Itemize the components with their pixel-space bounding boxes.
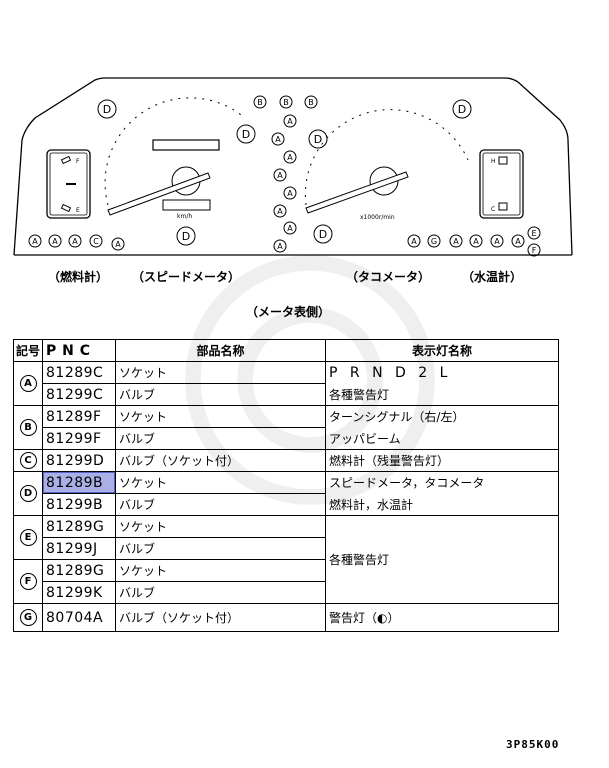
svg-text:C: C	[93, 237, 99, 246]
svg-text:A: A	[277, 171, 283, 180]
table-row[interactable]: 81299C バルブ 各種警告灯	[14, 383, 559, 406]
part-cell: ソケット	[115, 405, 326, 428]
part-cell: ソケット	[115, 515, 326, 538]
part-cell: ソケット	[115, 361, 326, 384]
svg-text:A: A	[72, 237, 78, 246]
svg-text:A: A	[453, 237, 459, 246]
diagram-caption: （メータ表側）	[246, 305, 331, 319]
lamp-cell: 各種警告灯	[325, 515, 559, 604]
part-cell: ソケット	[115, 559, 326, 582]
table-row[interactable]: B 81289F ソケット ターンシグナル（右/左）	[13, 405, 559, 450]
svg-text:B: B	[257, 98, 263, 107]
symbol-badge: D	[19, 485, 37, 502]
svg-text:D: D	[103, 103, 111, 116]
lamp-cell: 警告灯（◐）	[325, 603, 559, 632]
svg-text:C: C	[491, 206, 495, 213]
header-symbol: 記号	[13, 339, 43, 362]
svg-text:H: H	[491, 158, 496, 165]
part-cell: バルブ	[115, 383, 326, 406]
symbol-badge: G	[19, 609, 37, 626]
svg-text:A: A	[515, 237, 521, 246]
header-lamp-name: 表示灯名称	[325, 339, 559, 362]
svg-text:A: A	[277, 242, 283, 251]
pnc-cell[interactable]: 81289G	[42, 559, 116, 582]
svg-text:G: G	[431, 237, 437, 246]
speedometer-label: （スピードメータ）	[132, 270, 241, 284]
svg-text:A: A	[115, 240, 121, 249]
svg-text:D: D	[242, 128, 250, 141]
part-cell: バルブ	[115, 493, 326, 516]
svg-text:D: D	[458, 103, 466, 116]
svg-text:D: D	[314, 133, 322, 146]
pnc-cell-selected[interactable]: 81289B	[42, 471, 116, 494]
pnc-cell[interactable]: 81299D	[42, 449, 116, 472]
tachometer-label: （タコメータ）	[346, 270, 431, 284]
svg-text:D: D	[319, 228, 327, 241]
part-cell: ソケット	[115, 471, 326, 494]
lamp-cell: ターンシグナル（右/左）	[325, 405, 559, 428]
header-part-name: 部品名称	[115, 339, 326, 362]
svg-text:A: A	[287, 189, 293, 198]
pnc-cell[interactable]: 81299F	[42, 427, 116, 450]
table-row[interactable]: 81299F バルブ アッパビーム	[14, 427, 559, 450]
fuel-gauge-label: （燃料計）	[48, 270, 109, 284]
lamp-cell: P R N D 2 L	[325, 361, 559, 384]
lamp-cell: スピードメータ，タコメータ	[325, 471, 559, 494]
pnc-cell[interactable]: 81299K	[42, 581, 116, 604]
part-cell: バルブ	[115, 427, 326, 450]
pnc-cell[interactable]: 81289F	[42, 405, 116, 428]
table-row[interactable]: G 80704A バルブ（ソケット付） 警告灯（◐）	[13, 603, 559, 632]
temp-gauge-label: （水温計）	[462, 270, 523, 284]
symbol-badge: A	[19, 375, 37, 392]
parts-table: 記号 P N C 部品名称 表示灯名称 A 81289C ソケット P R N …	[13, 339, 559, 632]
header-pnc: P N C	[42, 339, 116, 362]
lamp-cell: アッパビーム	[325, 427, 559, 450]
svg-text:A: A	[52, 237, 58, 246]
symbol-badge: C	[19, 452, 37, 469]
part-cell: バルブ	[115, 537, 326, 560]
svg-text:E: E	[76, 207, 80, 214]
symbol-badge: B	[19, 419, 37, 436]
svg-text:A: A	[411, 237, 417, 246]
svg-text:km/h: km/h	[177, 213, 192, 220]
table-row[interactable]: 81299B バルブ 燃料計，水温計	[14, 493, 559, 516]
table-header: 記号 P N C 部品名称 表示灯名称	[13, 339, 559, 362]
table-row[interactable]: C 81299D バルブ（ソケット付） 燃料計（残量警告灯）	[13, 449, 559, 472]
pnc-cell[interactable]: 81299C	[42, 383, 116, 406]
pnc-cell[interactable]: 81289G	[42, 515, 116, 538]
pnc-cell[interactable]: 81289C	[42, 361, 116, 384]
svg-text:A: A	[277, 207, 283, 216]
svg-text:B: B	[308, 98, 314, 107]
svg-text:E: E	[531, 229, 536, 238]
svg-text:x1000r/min: x1000r/min	[360, 214, 395, 221]
pnc-cell[interactable]: 81299J	[42, 537, 116, 560]
table-row[interactable]: F 81289G ソケット	[13, 559, 559, 604]
pnc-cell[interactable]: 81299B	[42, 493, 116, 516]
svg-text:F: F	[532, 246, 537, 255]
svg-text:F: F	[76, 158, 80, 165]
part-cell: バルブ	[115, 581, 326, 604]
symbol-badge: F	[19, 573, 37, 590]
svg-text:A: A	[287, 153, 293, 162]
symbol-badge: E	[19, 529, 37, 546]
svg-text:B: B	[283, 98, 289, 107]
lamp-cell: 各種警告灯	[325, 383, 559, 406]
svg-text:A: A	[494, 237, 500, 246]
figure-code: 3P85K00	[506, 738, 560, 751]
lamp-cell: 燃料計（残量警告灯）	[325, 449, 559, 472]
table-row[interactable]: A 81289C ソケット P R N D 2 L	[13, 361, 559, 406]
table-row[interactable]: D 81289B ソケット スピードメータ，タコメータ	[13, 471, 559, 516]
svg-text:D: D	[182, 230, 190, 243]
lamp-cell: 燃料計，水温計	[325, 493, 559, 516]
svg-text:A: A	[275, 135, 281, 144]
pnc-cell[interactable]: 80704A	[42, 603, 116, 632]
part-cell: バルブ（ソケット付）	[115, 449, 326, 472]
svg-text:A: A	[32, 237, 38, 246]
svg-text:A: A	[287, 117, 293, 126]
svg-text:A: A	[287, 224, 293, 233]
svg-text:A: A	[473, 237, 479, 246]
table-row[interactable]: E 81289G ソケット 各種警告灯	[13, 515, 559, 604]
part-cell: バルブ（ソケット付）	[115, 603, 326, 632]
